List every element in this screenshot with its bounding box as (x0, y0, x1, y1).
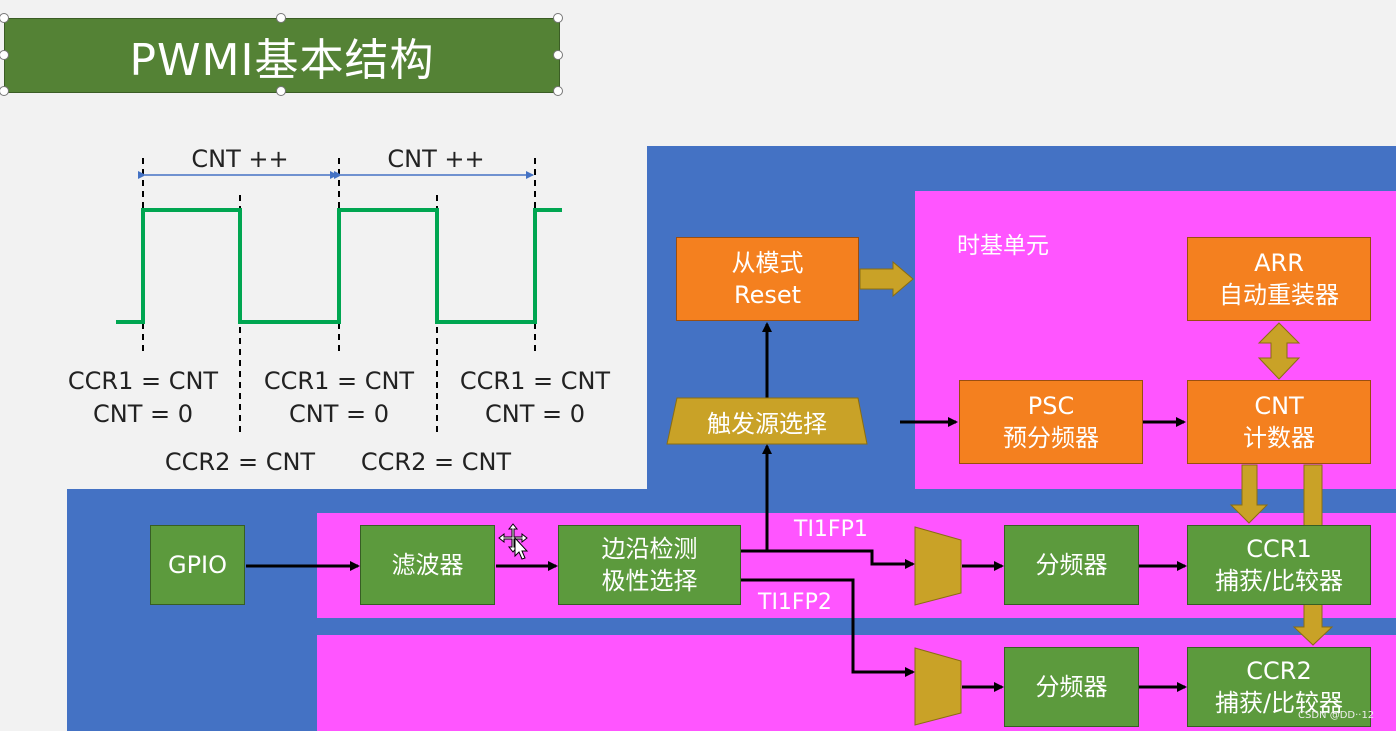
cnt-increment-label: CNT ++ (191, 145, 289, 173)
resize-handle[interactable] (553, 13, 563, 23)
arrow-arr-cnt (1257, 322, 1301, 380)
box-line: 从模式 (731, 248, 804, 277)
mux-shape (914, 526, 962, 606)
cnt-increment-label: CNT ++ (387, 145, 485, 173)
ccr2-box[interactable]: CCR2 捕获/比较器 (1187, 647, 1371, 727)
box-line: 滤波器 (391, 550, 464, 579)
event-line: CNT = 0 (92, 400, 193, 428)
box-line: 捕获/比较器 (1214, 689, 1344, 717)
box-line: ARR (1254, 248, 1304, 277)
arrow-ti1fp1 (741, 549, 915, 569)
ccr1-box[interactable]: CCR1 捕获/比较器 (1187, 525, 1371, 605)
box-line: CNT (1254, 391, 1304, 420)
cnt-box[interactable]: CNT 计数器 (1187, 380, 1371, 464)
page-title: PWMI基本结构 (129, 34, 435, 86)
event-line: CCR1 = CNT (263, 367, 415, 395)
ccr1-event-label: CCR1 = CNT CNT = 0 (53, 365, 233, 431)
box-line: 分频器 (1035, 672, 1108, 701)
box-line: 捕获/比较器 (1214, 567, 1344, 595)
ccr2-event-label: CCR2 = CNT (164, 448, 316, 476)
timebase-label: 时基单元 (957, 233, 1049, 259)
edge-detect-box[interactable]: 边沿检测 极性选择 (558, 525, 741, 605)
event-line: CCR1 = CNT (459, 367, 611, 395)
resize-handle[interactable] (276, 13, 286, 23)
event-line: CNT = 0 (288, 400, 389, 428)
ccr2-event-label: CCR2 = CNT (360, 448, 512, 476)
watermark: CSDN @DD··12 (1298, 710, 1375, 721)
event-line: CNT = 0 (484, 400, 585, 428)
box-line: CCR1 (1246, 534, 1312, 563)
resize-handle[interactable] (0, 13, 9, 23)
resize-handle[interactable] (0, 50, 9, 60)
filter-box[interactable]: 滤波器 (360, 525, 495, 605)
arrow-slave-to-timebase (859, 260, 914, 298)
arrow-ti1fp2 (741, 578, 915, 677)
resize-handle[interactable] (553, 86, 563, 96)
resize-handle[interactable] (553, 50, 563, 60)
resize-handle[interactable] (276, 86, 286, 96)
trigger-shape (666, 397, 868, 445)
timing-dashed-lines (142, 158, 536, 434)
resize-handle[interactable] (0, 86, 9, 96)
title-box[interactable]: PWMI基本结构 (4, 18, 560, 93)
box-line: PSC (1027, 391, 1075, 420)
slave-mode-box[interactable]: 从模式 Reset (676, 237, 859, 321)
divider-box-2[interactable]: 分频器 (1004, 647, 1139, 727)
gpio-box[interactable]: GPIO (150, 525, 245, 605)
box-line: 预分频器 (1003, 424, 1099, 452)
box-line: CCR2 (1246, 656, 1312, 685)
ccr1-event-label: CCR1 = CNT CNT = 0 (445, 365, 625, 431)
trigger-select[interactable]: 触发源选择 (667, 398, 867, 444)
arrow-cnt-to-ccr1 (1229, 464, 1269, 524)
divider-box-1[interactable]: 分频器 (1004, 525, 1139, 605)
box-line: 自动重装器 (1219, 281, 1339, 309)
box-line: Reset (733, 281, 802, 309)
ti1fp1-label: TI1FP1 (794, 517, 868, 542)
pwm-waveform (116, 208, 562, 324)
box-line: 边沿检测 (601, 534, 698, 563)
arr-box[interactable]: ARR 自动重装器 (1187, 237, 1371, 321)
box-line: 计数器 (1243, 424, 1315, 452)
trigger-label: 触发源选择 (707, 409, 827, 438)
box-line: 分频器 (1035, 550, 1108, 579)
mux-shape (914, 647, 962, 726)
box-line: 极性选择 (601, 567, 698, 595)
psc-box[interactable]: PSC 预分频器 (959, 380, 1143, 464)
ccr1-event-label: CCR1 = CNT CNT = 0 (249, 365, 429, 431)
move-cursor-icon (498, 523, 529, 560)
ti1fp2-label: TI1FP2 (758, 590, 832, 615)
box-line: GPIO (167, 550, 228, 579)
event-line: CCR1 = CNT (67, 367, 219, 395)
